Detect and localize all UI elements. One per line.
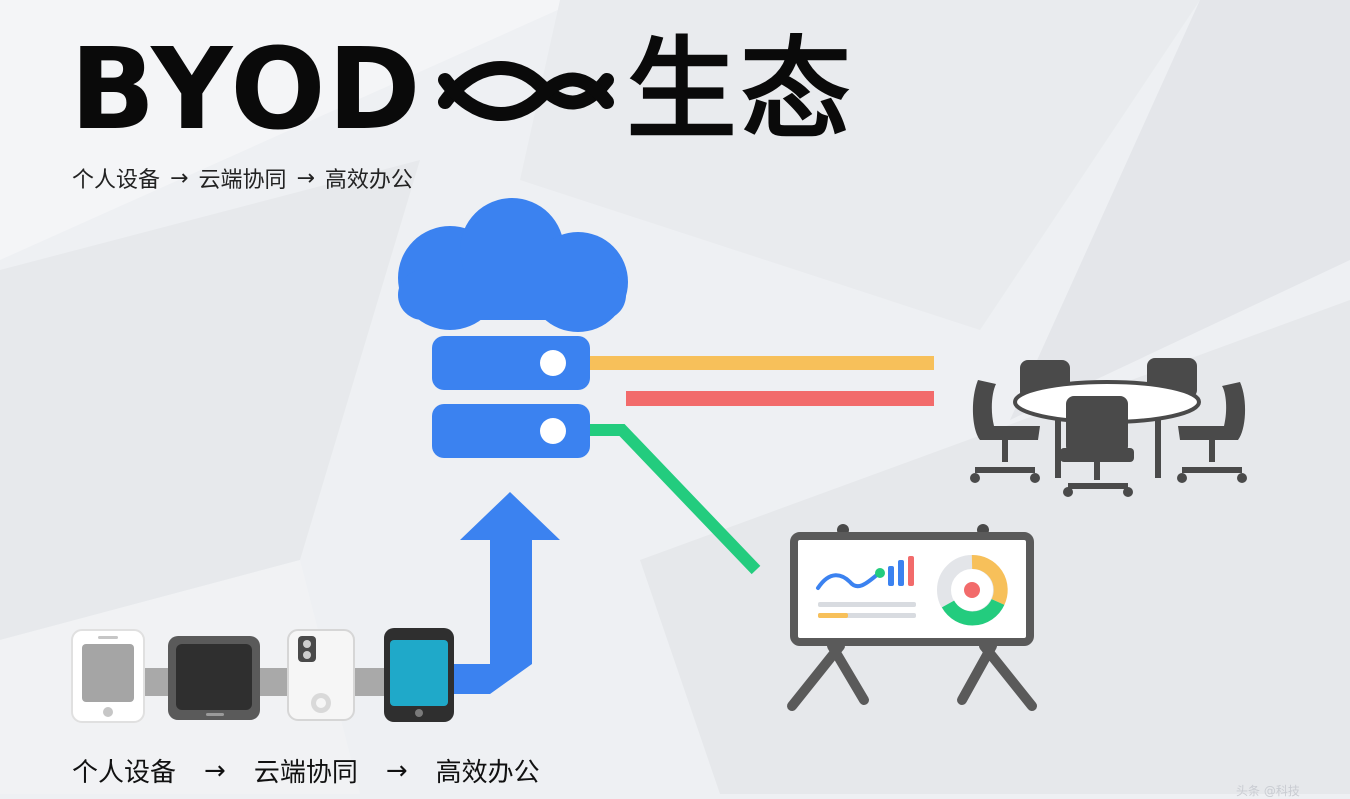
footer-step-office: 高效办公 <box>435 758 540 788</box>
connection-lines <box>590 356 934 575</box>
watermark: 头条 @科技 <box>1236 784 1300 798</box>
subtitle-step-devices: 个人设备 <box>72 168 161 193</box>
line-yellow <box>590 356 934 370</box>
subtitle-arrow: → <box>170 165 189 191</box>
footer-flow: 个人设备 → 云端协同 → 高效办公 <box>72 752 540 789</box>
phone-icon <box>71 629 145 723</box>
footer-step-cloud: 云端协同 <box>253 758 358 788</box>
subtitle-step-office: 高效办公 <box>324 168 413 193</box>
smartphone-icon <box>384 628 454 722</box>
footer-step-devices: 个人设备 <box>72 758 177 788</box>
meeting-table-icon <box>970 358 1247 497</box>
presentation-board-icon <box>787 524 1037 711</box>
up-arrow-icon <box>440 492 560 694</box>
footer-arrow: → <box>385 755 408 786</box>
subtitle-step-cloud: 云端协同 <box>198 168 287 193</box>
cloud-icon <box>398 198 628 332</box>
infinity-link-icon <box>437 61 614 121</box>
footer-arrow: → <box>204 755 226 786</box>
server-icon <box>432 336 590 458</box>
devices-row <box>71 628 454 723</box>
wearable-icon <box>287 629 355 721</box>
line-red <box>626 391 934 406</box>
title-word: BYOD <box>70 25 423 155</box>
page-title: BYOD 生态 <box>70 30 855 150</box>
subtitle-arrow: → <box>296 165 315 191</box>
subtitle-flow: 个人设备 → 云端协同 → 高效办公 <box>72 162 413 194</box>
line-green <box>590 424 761 575</box>
title-ecosystem: 生态 <box>626 26 855 154</box>
tablet-icon <box>168 636 260 720</box>
